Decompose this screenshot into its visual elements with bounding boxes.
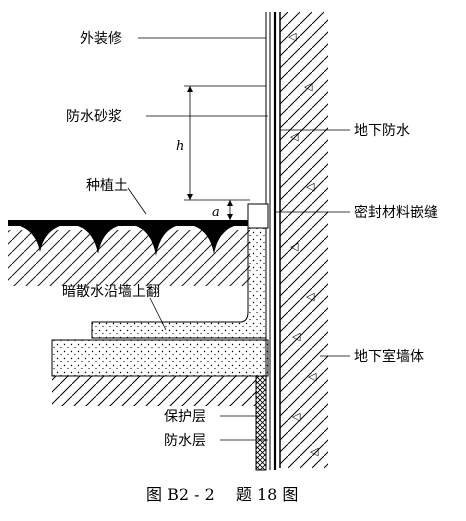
- label-planting-soil: 种植土: [86, 178, 128, 194]
- leader-lines: [127, 37, 350, 441]
- svg-text:◁: ◁: [292, 330, 301, 343]
- dimension-h: [184, 85, 266, 201]
- svg-text:◁: ◁: [290, 130, 299, 143]
- protective-layer: [255, 375, 267, 471]
- basement-wall: ◁ ◁ ◁ ◁ ◁ ◁ ◁ ◁ ◁ ◁: [279, 12, 328, 468]
- svg-text:◁: ◁: [310, 445, 319, 458]
- dimension-h-label: h: [176, 139, 184, 154]
- label-basement-waterproofing: 地下防水: [354, 123, 410, 139]
- dimension-a-label: a: [212, 205, 220, 220]
- foundation-soil: [52, 376, 256, 406]
- label-waterproof-mortar: 防水砂浆: [66, 109, 122, 125]
- svg-text:◁: ◁: [308, 370, 317, 383]
- planting-soil: [8, 220, 250, 286]
- label-waterproof-layer: 防水层: [164, 433, 206, 449]
- svg-text:◁: ◁: [292, 410, 301, 423]
- dimension-a: [227, 200, 233, 220]
- svg-text:◁: ◁: [290, 240, 299, 253]
- svg-text:◁: ◁: [288, 30, 297, 43]
- concealed-drain: [91, 203, 269, 339]
- label-concealed-drain-upturn: 暗散水沿墙上翻: [62, 284, 160, 300]
- svg-text:◁: ◁: [306, 180, 315, 193]
- label-exterior-finish: 外装修: [80, 31, 122, 47]
- wall-face-layers: [265, 12, 277, 470]
- label-basement-wall: 地下室墙体: [354, 348, 424, 365]
- label-sealant-joint: 密封材料嵌缝: [354, 204, 438, 221]
- foundation-slab: [51, 339, 269, 377]
- svg-text:◁: ◁: [306, 290, 315, 303]
- label-protective-layer: 保护层: [164, 409, 206, 425]
- figure-caption: 图 B2 - 2 题 18 图: [146, 485, 298, 504]
- svg-text:◁: ◁: [304, 80, 313, 93]
